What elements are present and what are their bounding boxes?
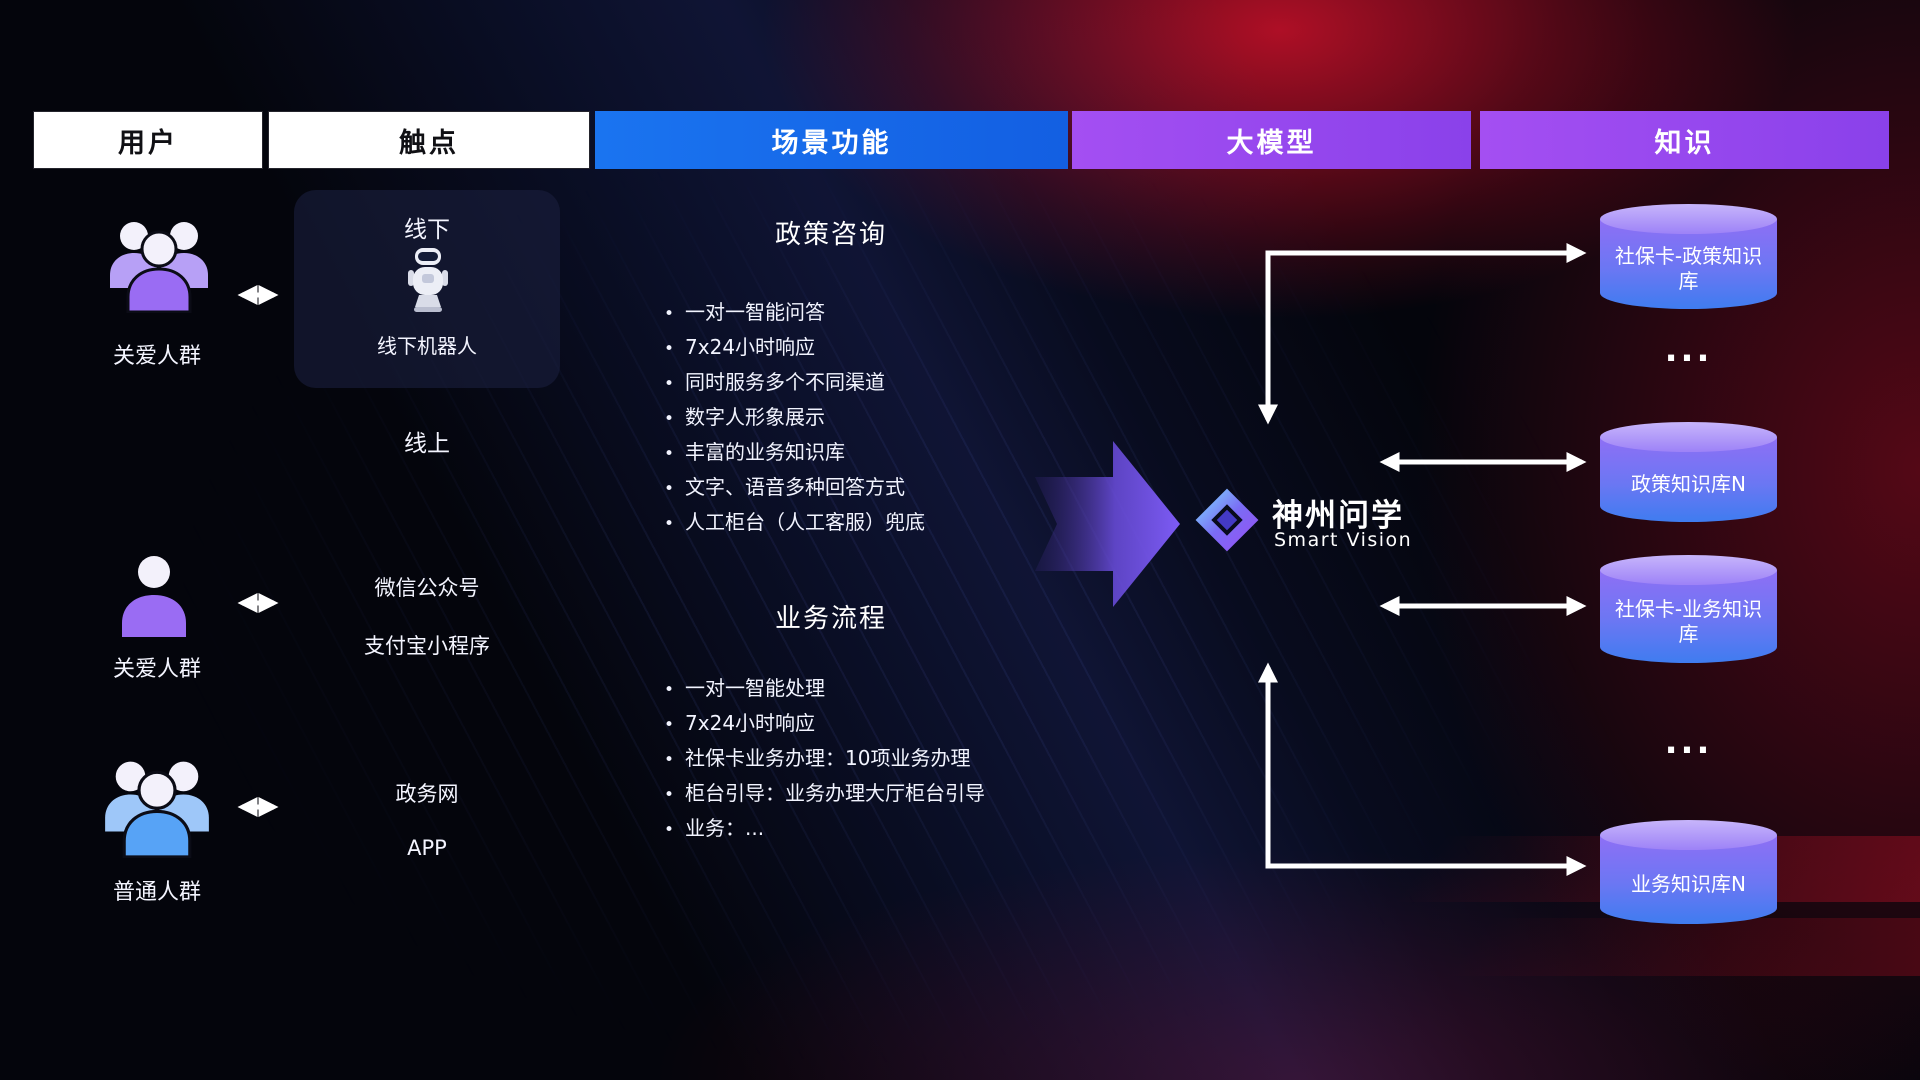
scenario-title-policy: 政策咨询: [774, 220, 887, 250]
user-group-purple-icon: [104, 211, 214, 313]
kb-cylinder-policy-ssc: 社保卡-政策知识库: [1600, 204, 1777, 309]
column-header-scenarios: 场景功能: [595, 111, 1068, 169]
list-item: 一对一智能处理: [664, 678, 985, 701]
cylinder-top: [1600, 204, 1777, 234]
model-knowledge-connectors: [1240, 220, 1640, 920]
column-header-knowledge: 知识: [1480, 111, 1889, 169]
kb-ellipsis-1: ...: [1664, 330, 1713, 370]
list-item: 人工柜台（人工客服）兜底: [664, 512, 925, 535]
list-item: 业务：...: [664, 818, 985, 841]
scenario-title-business: 业务流程: [774, 604, 887, 634]
channel-gov-web: 政务网: [395, 782, 459, 806]
user-group-blue-icon: [98, 750, 216, 858]
kb-cylinder-business-n: 业务知识库N: [1600, 820, 1777, 924]
user-touchpoint-arrow-3: [230, 794, 286, 820]
kb-cylinder-business-ssc: 社保卡-业务知识库: [1600, 555, 1777, 663]
list-item: 文字、语音多种回答方式: [664, 477, 925, 500]
bg-red-chevron-2: [1447, 918, 1920, 976]
channel-wechat: 微信公众号: [374, 576, 480, 600]
list-item: 同时服务多个不同渠道: [664, 372, 925, 395]
kb-ellipsis-2: ...: [1664, 722, 1713, 762]
list-item: 7x24小时响应: [664, 337, 925, 360]
user-touchpoint-arrow-1: [230, 282, 286, 308]
flow-arrow-icon: [1035, 435, 1180, 613]
offline-robot-card: 线下 线下机器人: [294, 190, 560, 388]
cylinder-top: [1600, 820, 1777, 850]
kb-label: 社保卡-业务知识库: [1600, 570, 1777, 663]
kb-label: 社保卡-政策知识库: [1600, 219, 1777, 309]
model-name: 神州问学: [1272, 498, 1404, 534]
column-header-users: 用户: [33, 111, 263, 169]
user-touchpoint-arrow-2: [230, 590, 286, 616]
offline-label: 线下: [404, 217, 450, 243]
channel-app: APP: [407, 836, 447, 860]
column-header-model: 大模型: [1072, 111, 1471, 169]
user-single-purple-icon: [118, 552, 190, 638]
smart-vision-logo-icon: [1194, 487, 1260, 553]
connector-elbow-top: [1258, 243, 1587, 425]
user-group-3-label: 普通人群: [112, 880, 201, 905]
model-subtitle: Smart Vision: [1274, 529, 1413, 551]
channel-alipay: 支付宝小程序: [364, 634, 490, 658]
policy-feature-list: 一对一智能问答 7x24小时响应 同时服务多个不同渠道 数字人形象展示 丰富的业…: [664, 302, 925, 547]
robot-icon: [404, 246, 452, 314]
kb-cylinder-policy-n: 政策知识库N: [1600, 422, 1777, 522]
business-feature-list: 一对一智能处理 7x24小时响应 社保卡业务办理：10项业务办理 柜台引导：业务…: [664, 678, 985, 853]
connector-elbow-bottom: [1258, 662, 1587, 876]
list-item: 社保卡业务办理：10项业务办理: [664, 748, 985, 771]
column-header-touchpoints: 触点: [268, 111, 590, 169]
user-group-1-label: 关爱人群: [112, 344, 201, 369]
list-item: 数字人形象展示: [664, 407, 925, 430]
list-item: 7x24小时响应: [664, 713, 985, 736]
online-label: 线上: [404, 431, 450, 457]
cylinder-top: [1600, 555, 1777, 585]
list-item: 一对一智能问答: [664, 302, 925, 325]
cylinder-top: [1600, 422, 1777, 452]
list-item: 丰富的业务知识库: [664, 442, 925, 465]
list-item: 柜台引导：业务办理大厅柜台引导: [664, 783, 985, 806]
user-group-2-label: 关爱人群: [112, 657, 201, 682]
offline-robot-label: 线下机器人: [377, 334, 477, 358]
